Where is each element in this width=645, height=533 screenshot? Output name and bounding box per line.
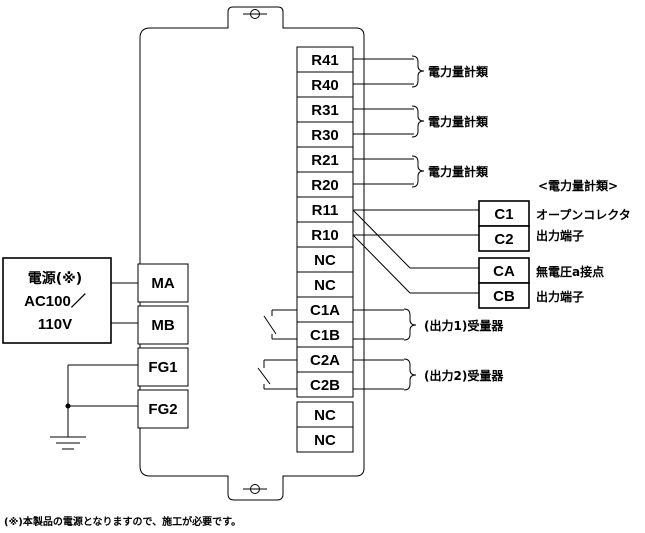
relay-contact-2 [257, 359, 297, 390]
braces [403, 55, 425, 391]
terminal-label: R20 [311, 177, 339, 194]
terminal-label: R31 [311, 102, 339, 119]
terminal-label: MB [151, 317, 174, 334]
right-terminal-strip: R41 R40 R31 R30 R21 R20 R11 R10 NC NC C1… [296, 46, 354, 453]
terminal-r21 [296, 146, 354, 173]
meter-terminal-c2 [478, 225, 530, 252]
terminal-label: R10 [311, 227, 339, 244]
meter-panel-wiring [352, 209, 479, 294]
dry-contact-line1: 無電圧a接点 [536, 264, 604, 279]
brace-r3 [411, 105, 425, 138]
terminal-nc-2 [296, 271, 354, 298]
ground-icon [50, 436, 86, 450]
brace-label-r4: 電力量計類 [428, 64, 489, 79]
meter-panel-header: <電力量計類> [538, 178, 618, 193]
power-source-line1: 電源(※) [28, 270, 82, 287]
power-source-line3: 110V [38, 316, 72, 333]
open-collector-line1: オープンコレクタ [536, 207, 631, 222]
brace-label-r3: 電力量計類 [428, 114, 489, 129]
terminal-label: R40 [311, 77, 339, 94]
meter-terminal-label: C1 [494, 206, 513, 223]
brace-label-c1: (出力1)受量器 [424, 318, 504, 333]
terminal-label: C1A [310, 302, 340, 319]
terminal-label: C2B [310, 377, 340, 394]
top-mount-hole [243, 9, 267, 19]
left-terminal-strip: MA MB FG1 FG2 [137, 263, 189, 429]
terminal-label: NC [314, 407, 336, 424]
output-wiring [353, 309, 404, 390]
terminal-fg1 [137, 347, 189, 387]
terminal-label: NC [314, 252, 336, 269]
brace-c1 [403, 308, 417, 341]
ground-wiring [50, 364, 138, 450]
terminal-r10 [296, 221, 354, 248]
terminal-label: R30 [311, 127, 339, 144]
power-source-box [2, 257, 112, 344]
terminal-c2b [296, 371, 354, 398]
terminal-label: C2A [310, 352, 340, 369]
terminal-label: NC [314, 277, 336, 294]
meter-terminal-cb [478, 282, 530, 309]
terminal-label: R41 [311, 52, 339, 69]
brace-label-r2: 電力量計類 [428, 164, 489, 179]
device-body [139, 6, 365, 501]
meter-terminal-ca [478, 257, 530, 284]
brace-label-c2: (出力2)受量器 [424, 368, 504, 383]
brace-c2 [403, 358, 417, 391]
terminal-label: C1B [310, 327, 340, 344]
terminal-nc-3 [296, 401, 354, 428]
meter-terminal-label: C2 [494, 231, 513, 248]
power-source-line2: AC100／ [24, 292, 86, 310]
terminal-r11 [296, 196, 354, 223]
terminal-label: FG2 [148, 401, 177, 418]
terminal-mb [137, 305, 189, 345]
relay-contact-1 [263, 309, 297, 340]
terminal-fg2 [137, 389, 189, 429]
meter-terminal-label: CA [493, 263, 515, 280]
power-source: 電源(※) AC100／ 110V [2, 257, 138, 344]
terminal-r20 [296, 171, 354, 198]
terminal-label: R21 [311, 152, 339, 169]
terminal-label: R11 [312, 202, 339, 219]
bottom-mount-hole [243, 484, 267, 494]
terminal-label: FG1 [148, 359, 177, 376]
meter-terminal-label: CB [493, 288, 515, 305]
terminal-ma [137, 263, 189, 303]
footnote: (※)本製品の電源となりますので、施工が必要です。 [4, 515, 241, 528]
brace-r4 [411, 55, 425, 88]
meter-terminals: C1 C2 CA CB [478, 200, 530, 309]
terminal-label: NC [314, 432, 336, 449]
brace-r2 [411, 155, 425, 188]
dry-contact-line2: 出力端子 [536, 289, 584, 304]
open-collector-line2: 出力端子 [536, 228, 584, 243]
meter-leader-lines [353, 58, 414, 185]
terminal-label: MA [151, 275, 174, 292]
terminal-nc-4 [296, 426, 354, 453]
terminal-r31 [296, 96, 354, 123]
